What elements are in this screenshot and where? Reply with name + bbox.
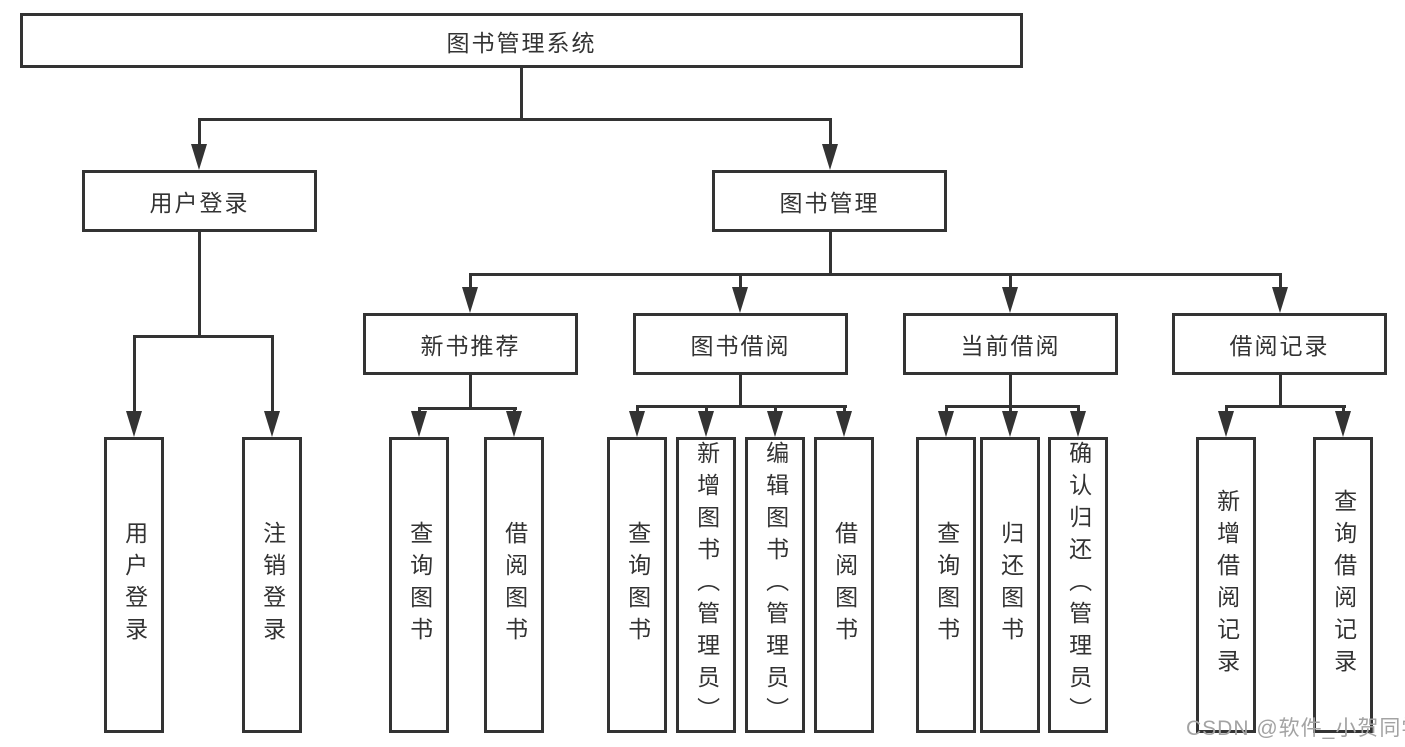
connector-line xyxy=(469,375,472,407)
connector-line xyxy=(1225,405,1228,413)
arrow-down-icon xyxy=(264,411,280,437)
leaf-user-login: 用户登录 xyxy=(104,437,164,733)
connector-line xyxy=(1279,375,1282,405)
leaf-query-books-recommend: 查询图书 xyxy=(389,437,449,733)
connector-line xyxy=(520,68,523,118)
arrow-down-icon xyxy=(732,287,748,313)
arrow-down-icon xyxy=(506,411,522,437)
arrow-down-icon xyxy=(1070,411,1086,437)
connector-line xyxy=(945,405,948,413)
node-borrowing-records: 借阅记录 xyxy=(1172,313,1387,375)
arrow-down-icon xyxy=(836,411,852,437)
connector-line xyxy=(705,405,708,413)
arrow-down-icon xyxy=(462,287,478,313)
connector-line xyxy=(1342,405,1345,413)
csdn-watermark: CSDN @软件_小贺同学 xyxy=(1186,717,1405,740)
arrow-down-icon xyxy=(1335,411,1351,437)
arrow-down-icon xyxy=(1002,287,1018,313)
leaf-add-borrow-record: 新增借阅记录 xyxy=(1196,437,1256,733)
connector-line xyxy=(829,118,832,148)
node-root-library-system: 图书管理系统 xyxy=(20,13,1023,68)
connector-line xyxy=(469,273,1282,276)
connector-line xyxy=(1225,405,1346,408)
connector-line xyxy=(198,232,201,335)
connector-line xyxy=(774,405,777,413)
node-book-management: 图书管理 xyxy=(712,170,947,232)
node-book-borrowing: 图书借阅 xyxy=(633,313,848,375)
leaf-borrow-books-borrowing: 借阅图书 xyxy=(814,437,874,733)
connector-line xyxy=(1009,375,1012,405)
arrow-down-icon xyxy=(1218,411,1234,437)
connector-line xyxy=(271,335,274,415)
leaf-confirm-return-admin: 确认归还（管理员） xyxy=(1048,437,1108,733)
connector-line xyxy=(1009,273,1012,289)
connector-line xyxy=(636,405,639,413)
leaf-add-books-admin: 新增图书（管理员） xyxy=(676,437,736,733)
leaf-return-books: 归还图书 xyxy=(980,437,1040,733)
leaf-logout: 注销登录 xyxy=(242,437,302,733)
connector-line xyxy=(1077,405,1080,413)
connector-line xyxy=(133,335,136,415)
connector-line xyxy=(133,335,274,338)
connector-line xyxy=(739,273,742,289)
arrow-down-icon xyxy=(191,144,207,170)
connector-line xyxy=(945,405,1080,408)
connector-line xyxy=(843,405,846,413)
arrow-down-icon xyxy=(126,411,142,437)
node-user-login: 用户登录 xyxy=(82,170,317,232)
connector-line xyxy=(739,375,742,405)
node-new-book-recommendation: 新书推荐 xyxy=(363,313,578,375)
arrow-down-icon xyxy=(411,411,427,437)
node-current-borrowing: 当前借阅 xyxy=(903,313,1118,375)
arrow-down-icon xyxy=(1002,411,1018,437)
connector-line xyxy=(1009,405,1012,413)
arrow-down-icon xyxy=(767,411,783,437)
connector-line xyxy=(198,118,832,121)
arrow-down-icon xyxy=(1272,287,1288,313)
connector-line xyxy=(829,232,832,273)
arrow-down-icon xyxy=(822,144,838,170)
leaf-query-borrow-record: 查询借阅记录 xyxy=(1313,437,1373,733)
leaf-query-books-current: 查询图书 xyxy=(916,437,976,733)
arrow-down-icon xyxy=(938,411,954,437)
connector-line xyxy=(636,405,847,408)
arrow-down-icon xyxy=(629,411,645,437)
leaf-borrow-books-recommend: 借阅图书 xyxy=(484,437,544,733)
connector-line xyxy=(418,407,517,410)
arrow-down-icon xyxy=(698,411,714,437)
leaf-edit-books-admin: 编辑图书（管理员） xyxy=(745,437,805,733)
leaf-query-books-borrowing: 查询图书 xyxy=(607,437,667,733)
connector-line xyxy=(469,273,472,289)
connector-line xyxy=(1279,273,1282,289)
connector-line xyxy=(198,118,201,148)
